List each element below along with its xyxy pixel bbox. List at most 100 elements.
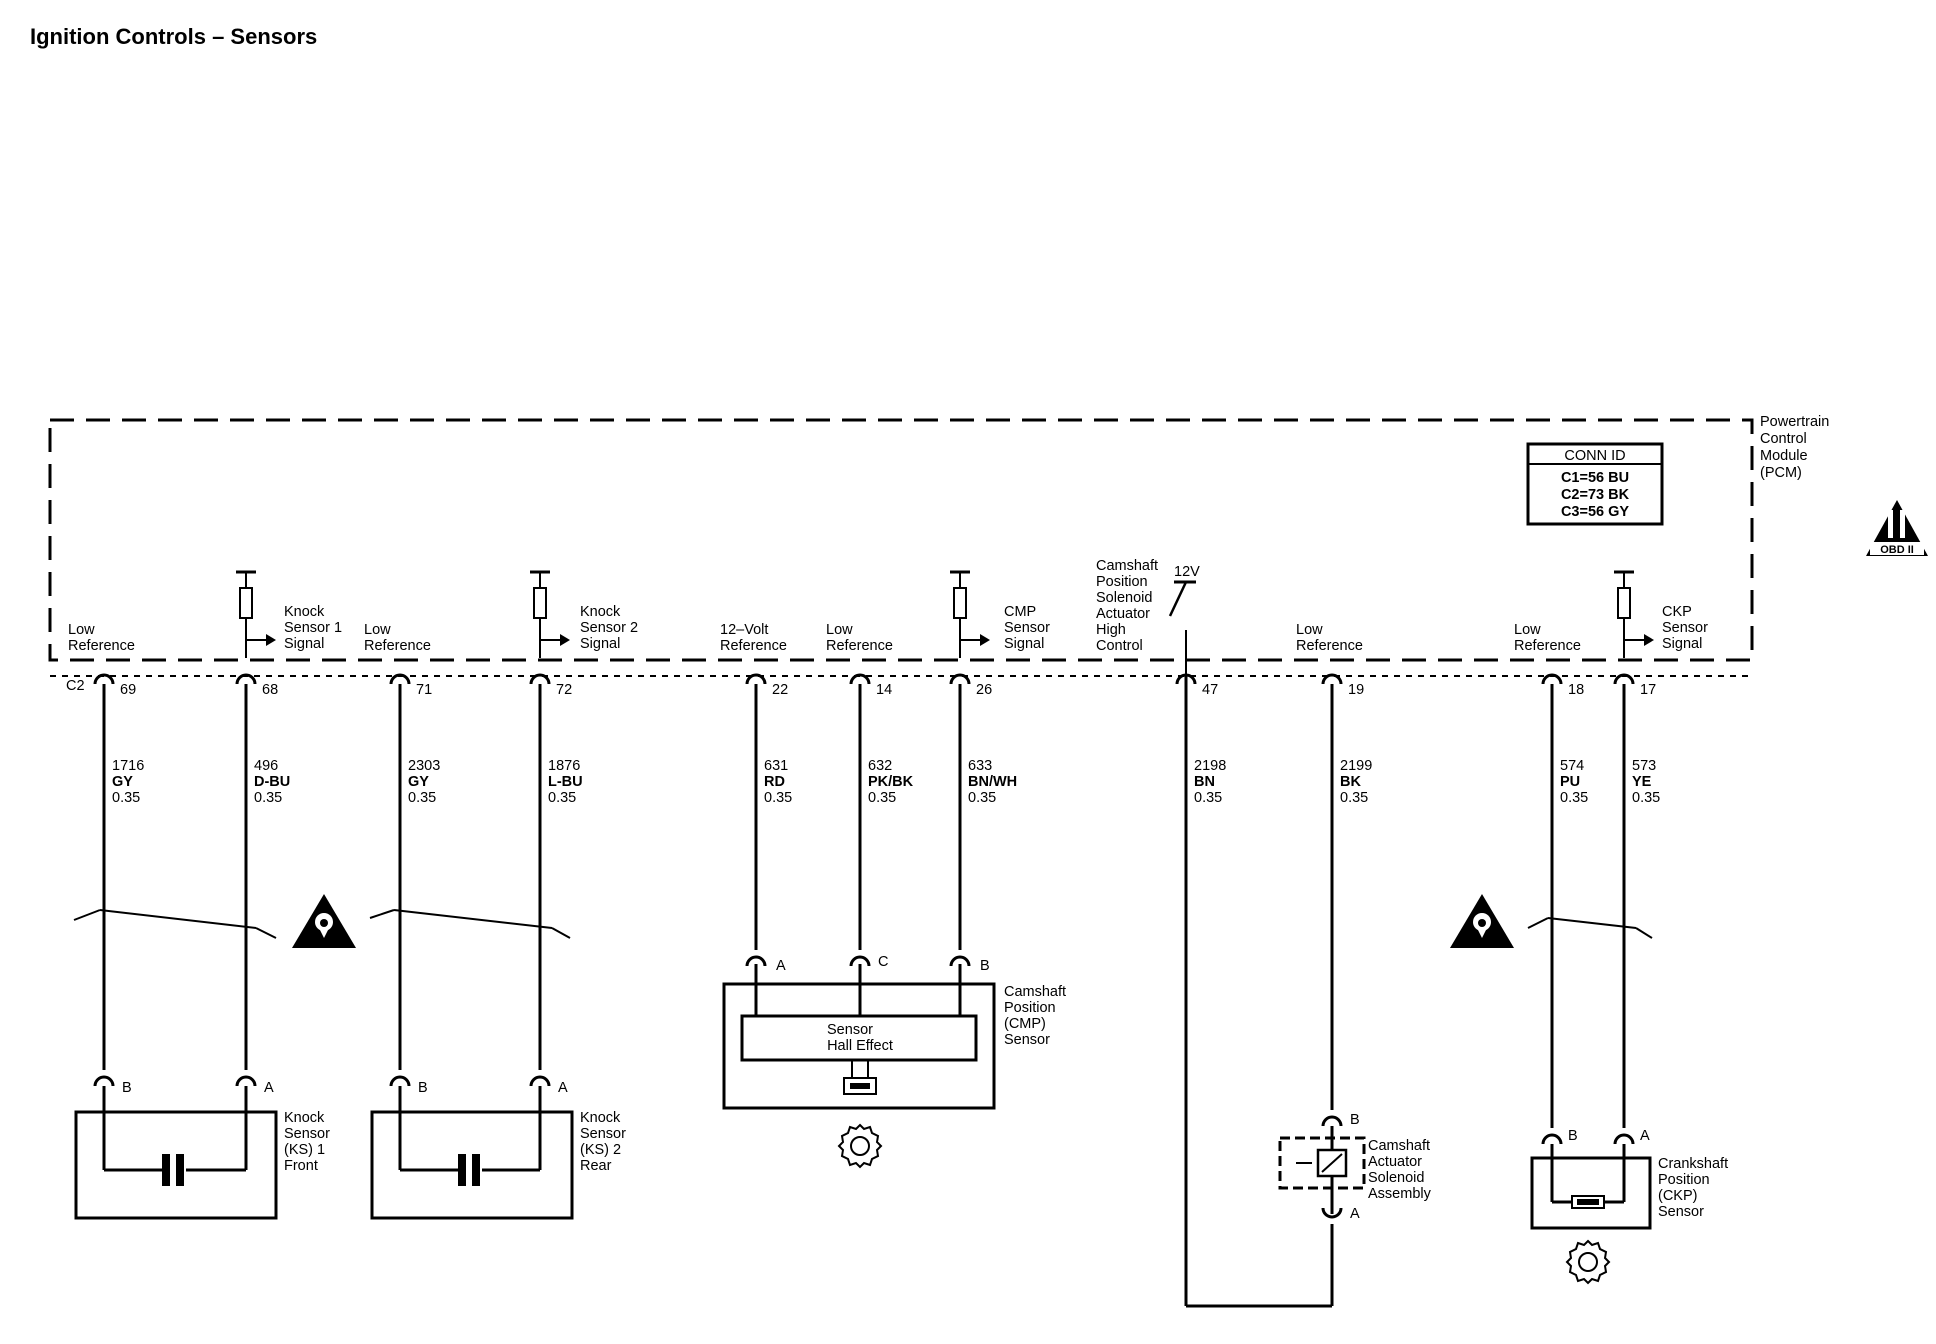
wire-gauge: 0.35	[548, 790, 576, 806]
svg-text:Reference: Reference	[68, 638, 135, 654]
svg-text:Front: Front	[284, 1158, 318, 1174]
svg-text:Assembly: Assembly	[1368, 1186, 1432, 1202]
knock-sensor-2: Knock Sensor (KS) 2 Rear	[370, 1086, 626, 1220]
svg-text:Sensor 2: Sensor 2	[580, 620, 638, 636]
svg-text:Knock: Knock	[580, 604, 621, 620]
ckp-pullup-resistor	[1612, 570, 1656, 660]
ks1-pin-b-label: B	[122, 1080, 132, 1096]
svg-text:Hall Effect: Hall Effect	[827, 1038, 893, 1054]
svg-text:Camshaft: Camshaft	[1096, 558, 1158, 574]
pcm-terminal-17	[1613, 673, 1635, 685]
svg-text:Position: Position	[1658, 1172, 1710, 1188]
cmp-pin-b-label: B	[980, 958, 990, 974]
svg-text:Reference: Reference	[364, 638, 431, 654]
solenoid-pin-b-label: B	[1350, 1112, 1360, 1128]
svg-text:Low: Low	[1296, 622, 1323, 638]
svg-text:Knock: Knock	[284, 1110, 325, 1126]
pin-number-72: 72	[556, 682, 572, 698]
ckp-sensor: Crankshaft Position (CKP) Sensor	[1530, 1144, 1728, 1230]
circuit-number: 574	[1560, 758, 1584, 774]
svg-text:Solenoid: Solenoid	[1096, 590, 1152, 606]
ckp-terminal-b	[1541, 1133, 1563, 1146]
svg-text:CKP: CKP	[1662, 604, 1692, 620]
svg-text:12V: 12V	[1174, 564, 1200, 580]
wire-color: PK/BK	[868, 774, 914, 790]
svg-text:Crankshaft: Crankshaft	[1658, 1156, 1728, 1172]
svg-text:(KS) 2: (KS) 2	[580, 1142, 621, 1158]
camshaft-actuator-solenoid: Camshaft Actuator Solenoid Assembly	[1184, 676, 1432, 1308]
solenoid-terminal-b	[1321, 1115, 1343, 1128]
svg-text:Camshaft: Camshaft	[1004, 984, 1066, 1000]
cmp-pin-c-label: C	[878, 954, 888, 970]
ks2-pin-b-label: B	[418, 1080, 428, 1096]
wire-gauge: 0.35	[1194, 790, 1222, 806]
conn-id-table: CONN ID C1=56 BU C2=73 BK C3=56 GY	[1526, 442, 1664, 526]
svg-text:Reference: Reference	[1296, 638, 1363, 654]
svg-text:Signal: Signal	[1004, 636, 1044, 652]
wire-color: PU	[1560, 774, 1580, 790]
wire-color: RD	[764, 774, 785, 790]
svg-text:Low: Low	[826, 622, 853, 638]
diagram-title: Ignition Controls – Sensors	[30, 24, 318, 49]
circuit-number: 496	[254, 758, 278, 774]
svg-text:Solenoid: Solenoid	[1368, 1170, 1424, 1186]
circuit-number: 2303	[408, 758, 440, 774]
gear-icon	[838, 1124, 882, 1168]
pin-number-14: 14	[876, 682, 892, 698]
pcm-terminal-72	[529, 673, 551, 685]
wire-gauge: 0.35	[1632, 790, 1660, 806]
ks2-pullup-resistor	[528, 570, 572, 660]
svg-text:Actuator: Actuator	[1096, 606, 1150, 622]
pcm-terminal-47	[1175, 673, 1197, 685]
svg-text:Sensor 1: Sensor 1	[284, 620, 342, 636]
pin-number-47: 47	[1202, 682, 1218, 698]
svg-text:Signal: Signal	[284, 636, 324, 652]
svg-text:Control: Control	[1760, 431, 1807, 447]
circuit-number: 1716	[112, 758, 144, 774]
svg-text:Position: Position	[1004, 1000, 1056, 1016]
pcm-terminal-68	[235, 673, 257, 685]
svg-text:Camshaft: Camshaft	[1368, 1138, 1430, 1154]
svg-text:Knock: Knock	[284, 604, 325, 620]
svg-text:OBD II: OBD II	[1880, 544, 1914, 556]
knock-sensor-1: Knock Sensor (KS) 1 Front	[74, 1086, 330, 1220]
pin-number-68: 68	[262, 682, 278, 698]
pcm-terminal-18	[1541, 673, 1563, 685]
svg-text:Low: Low	[68, 622, 95, 638]
svg-text:Actuator: Actuator	[1368, 1154, 1422, 1170]
gear-icon	[1566, 1240, 1610, 1284]
ckp-pin-b-label: B	[1568, 1128, 1578, 1144]
cmp-pullup-resistor	[948, 570, 992, 660]
svg-text:Sensor: Sensor	[580, 1126, 626, 1142]
pcm-label: Powertrain Control Module (PCM)	[1760, 414, 1829, 481]
wire-color: BN	[1194, 774, 1215, 790]
wire-break-markers	[73, 909, 1653, 939]
wire-color: L-BU	[548, 774, 583, 790]
svg-text:Knock: Knock	[580, 1110, 621, 1126]
svg-text:Module: Module	[1760, 448, 1808, 464]
svg-text:Control: Control	[1096, 638, 1143, 654]
wire-color: GY	[112, 774, 133, 790]
ks2-terminal-a	[529, 1075, 551, 1088]
svg-text:Powertrain: Powertrain	[1760, 414, 1829, 430]
obd-ii-icon: OBD II	[1866, 500, 1928, 556]
circuit-number: 2199	[1340, 758, 1372, 774]
caution-icon	[1450, 894, 1514, 948]
svg-text:Signal: Signal	[1662, 636, 1702, 652]
ckp-pin-a-label: A	[1640, 1128, 1650, 1144]
svg-text:Reference: Reference	[826, 638, 893, 654]
svg-text:Signal: Signal	[580, 636, 620, 652]
svg-text:C2=73 BK: C2=73 BK	[1561, 487, 1630, 503]
wire-color: D-BU	[254, 774, 290, 790]
wire-color: GY	[408, 774, 429, 790]
pin-number-22: 22	[772, 682, 788, 698]
caution-icon	[292, 894, 356, 948]
pin-number-18: 18	[1568, 682, 1584, 698]
ks1-pullup-resistor	[234, 570, 278, 660]
svg-text:(CMP): (CMP)	[1004, 1016, 1046, 1032]
svg-text:Low: Low	[364, 622, 391, 638]
cmp-sensor: Sensor Hall Effect Camshaft Position (CM…	[722, 964, 1066, 1110]
pin-number-19: 19	[1348, 682, 1364, 698]
svg-text:Sensor: Sensor	[1658, 1204, 1704, 1220]
